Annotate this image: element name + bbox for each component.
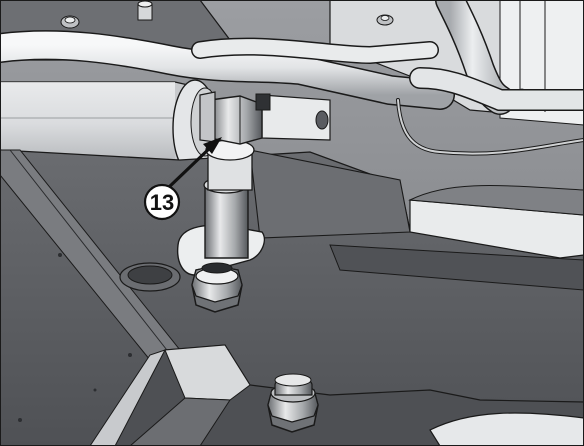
callout-13: 13 — [143, 183, 181, 221]
fitting-nut — [199, 91, 271, 145]
hoses — [0, 0, 584, 156]
callout-number: 13 — [150, 190, 174, 215]
chassis-plate — [0, 149, 584, 446]
hex-bolt-upper — [191, 262, 243, 313]
mount-bracket — [261, 94, 331, 141]
rod-sleeve — [203, 139, 255, 259]
callout-arrow — [166, 137, 222, 190]
hex-bolt-lower — [267, 373, 319, 433]
